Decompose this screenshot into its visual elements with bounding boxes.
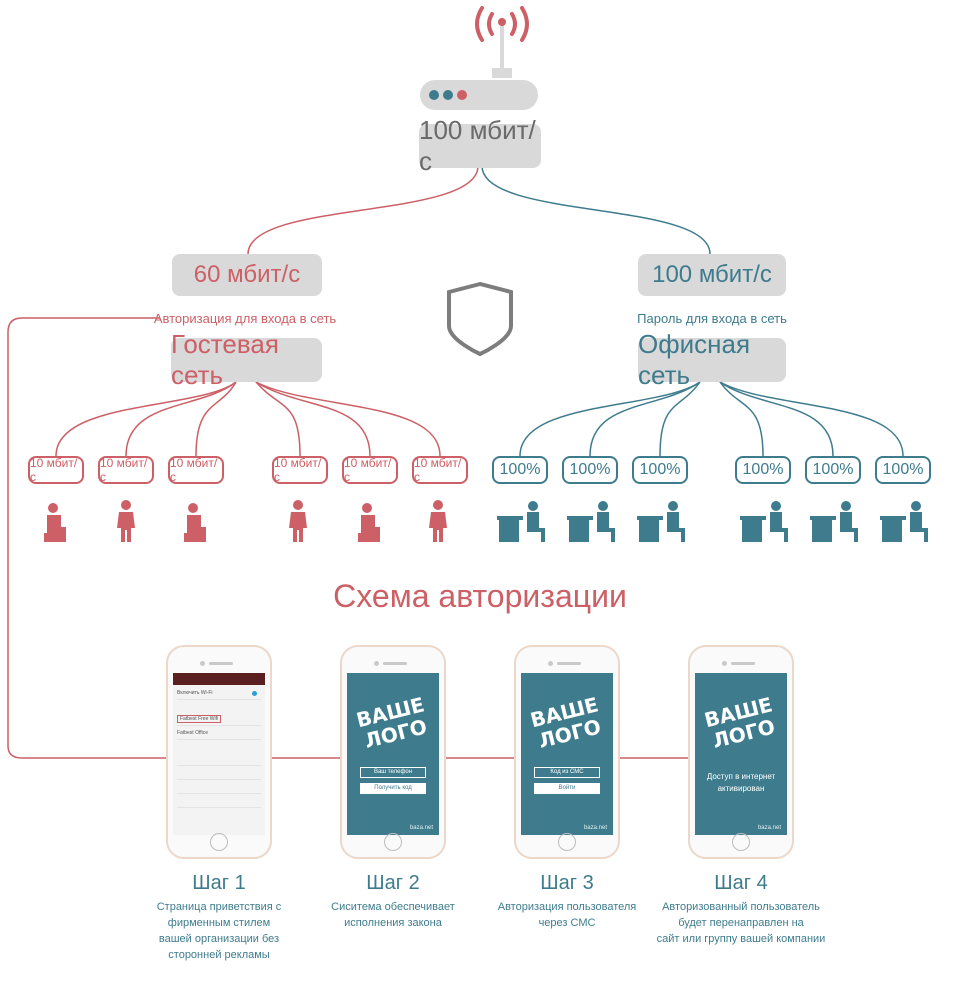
guest-auth-label: Авторизация для входа в сеть — [153, 311, 337, 326]
person-icon — [184, 503, 206, 542]
guest-speed: 60 мбит/с — [193, 261, 301, 288]
step-title: Шаг 1 — [192, 872, 246, 894]
link-router-guest — [247, 165, 479, 255]
brand-logo: ВАШЕ ЛОГО — [695, 691, 787, 756]
speaker-slot — [731, 662, 755, 665]
desk-worker-icon — [740, 501, 788, 542]
camera-dot — [200, 661, 205, 666]
guest-limit-badge: 10 мбит/с — [412, 456, 468, 484]
site-label: baza.net — [757, 825, 781, 831]
office-limit-badge: 100% — [492, 456, 548, 484]
step-description: Сиситема обеспечивает исполнения закона — [331, 901, 455, 929]
wifi-toggle-row[interactable]: Включить Wi-Fi — [177, 687, 261, 700]
person-icon — [429, 500, 447, 542]
network-row — [177, 781, 261, 794]
guest-speed-box: 60 мбит/с — [172, 254, 322, 296]
step-description: Авторизация пользователя через СМС — [497, 901, 637, 929]
phone-step-1: Включить Wi-Fi Fatbest Free Wifi Fatbest… — [166, 645, 272, 859]
person-icon — [358, 503, 380, 542]
desk-worker-icon — [497, 501, 545, 542]
office-limit-badge: 100% — [735, 456, 791, 484]
guest-users — [44, 500, 447, 542]
phone-step-3: ВАШЕ ЛОГО Код из СМС Войти baza.net — [514, 645, 620, 859]
wifi-settings-screen: Включить Wi-Fi Fatbest Free Wifi Fatbest… — [173, 673, 265, 835]
brand-logo: ВАШЕ ЛОГО — [521, 691, 613, 756]
step-description: Авторизованный пользователь будет перена… — [656, 901, 826, 945]
office-limit-badge: 100% — [562, 456, 618, 484]
step-description: Страница приветствия с фирменным стилем … — [156, 901, 282, 961]
guest-limit-badge: 10 мбит/с — [98, 456, 154, 484]
guest-limit-badge: 10 мбит/с — [342, 456, 398, 484]
desk-worker-icon — [637, 501, 685, 542]
home-button[interactable] — [384, 833, 402, 851]
auth-flow-line — [7, 317, 700, 759]
success-screen: ВАШЕ ЛОГО Доступ в интернет активирован … — [695, 673, 787, 835]
network-row — [177, 767, 261, 780]
speaker-slot — [209, 662, 233, 665]
router-speed-box: 100 мбит/с — [419, 115, 541, 176]
network-row — [177, 795, 261, 808]
phone-step-2: ВАШЕ ЛОГО Ваш телефон Получить код baza.… — [340, 645, 446, 859]
home-button[interactable] — [558, 833, 576, 851]
get-code-button[interactable]: Получить код — [360, 783, 426, 794]
speaker-slot — [557, 662, 581, 665]
network-row[interactable]: Fatbest Office — [177, 727, 261, 740]
wifi-toggle-label: Включить Wi-Fi — [177, 690, 213, 696]
guest-network-name: Гостевая сеть — [171, 329, 279, 390]
person-icon — [117, 500, 135, 542]
network-name: Fatbest Free Wifi — [177, 715, 222, 723]
access-message: Доступ в интернет активирован — [706, 772, 776, 793]
office-auth-label: Пароль для входа в сеть — [637, 311, 787, 326]
home-button[interactable] — [210, 833, 228, 851]
router-speed: 100 мбит/с — [419, 115, 536, 176]
status-bar — [173, 673, 265, 685]
speaker-slot — [383, 662, 407, 665]
router-icon — [420, 6, 538, 110]
office-limit-badge: 100% — [875, 456, 931, 484]
guest-network-box: Гостевая сеть — [171, 329, 322, 390]
office-network-name: Офисная сеть — [638, 329, 751, 390]
home-button[interactable] — [732, 833, 750, 851]
step-title: Шаг 2 — [366, 872, 420, 894]
office-users — [497, 501, 928, 542]
step-title: Шаг 4 — [714, 872, 768, 894]
office-branches — [519, 381, 904, 457]
site-label: baza.net — [409, 825, 433, 831]
guest-limit-badge: 10 мбит/с — [28, 456, 84, 484]
network-name: Fatbest Office — [177, 730, 209, 736]
phone-step-4: ВАШЕ ЛОГО Доступ в интернет активирован … — [688, 645, 794, 859]
office-network-box: Офисная сеть — [638, 329, 786, 390]
guest-limit-badge: 10 мбит/с — [272, 456, 328, 484]
sms-screen: ВАШЕ ЛОГО Код из СМС Войти baza.net — [521, 673, 613, 835]
scheme-title: Схема авторизации — [333, 578, 627, 614]
site-label: baza.net — [583, 825, 607, 831]
phone-input[interactable]: Ваш телефон — [360, 767, 426, 778]
guest-branches — [55, 381, 441, 457]
guest-limit-badge: 10 мбит/с — [168, 456, 224, 484]
shield-icon — [447, 281, 513, 357]
link-router-office — [481, 165, 711, 255]
step-title: Шаг 3 — [540, 872, 594, 894]
camera-dot — [722, 661, 727, 666]
camera-dot — [374, 661, 379, 666]
desk-worker-icon — [880, 501, 928, 542]
office-limit-badge: 100% — [632, 456, 688, 484]
desk-worker-icon — [567, 501, 615, 542]
toggle-icon[interactable] — [252, 691, 257, 696]
desk-worker-icon — [810, 501, 858, 542]
network-row[interactable]: Fatbest Free Wifi — [177, 713, 261, 726]
login-button[interactable]: Войти — [534, 783, 600, 794]
camera-dot — [548, 661, 553, 666]
login-screen: ВАШЕ ЛОГО Ваш телефон Получить код baza.… — [347, 673, 439, 835]
person-icon — [44, 503, 66, 542]
sms-code-input[interactable]: Код из СМС — [534, 767, 600, 778]
office-speed-box: 100 мбит/с — [638, 254, 786, 296]
office-speed: 100 мбит/с — [652, 261, 772, 288]
brand-logo: ВАШЕ ЛОГО — [347, 691, 439, 756]
office-limit-badge: 100% — [805, 456, 861, 484]
person-icon — [289, 500, 307, 542]
network-row — [177, 753, 261, 766]
